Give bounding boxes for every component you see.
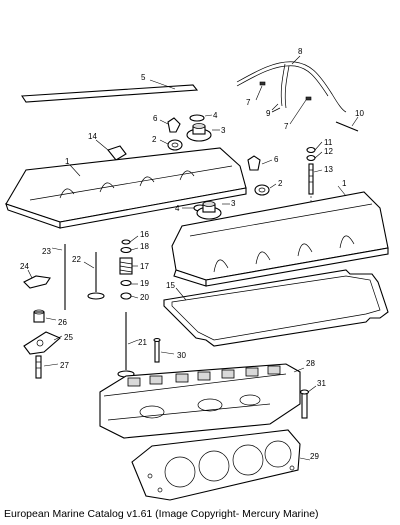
part-7-clips (255, 81, 312, 125)
callout: 17 (140, 262, 149, 271)
cylinder-head (99, 363, 305, 439)
callout: 21 (138, 338, 147, 347)
part-6-lower (247, 155, 273, 171)
part-30-bolt (153, 337, 175, 363)
part-2-upper (159, 139, 183, 151)
callout: 19 (140, 279, 149, 288)
right-valve-cover (171, 185, 389, 287)
image-copyright-caption: European Marine Catalog v1.61 (Image Cop… (4, 508, 319, 520)
callout: 2 (278, 179, 283, 188)
callout: 30 (177, 351, 186, 360)
exploded-parts-diagram: 1 1 2 2 3 3 4 4 5 6 6 7 7 8 9 10 11 12 1… (5, 47, 389, 501)
callout: 6 (274, 155, 279, 164)
callout: 5 (141, 73, 146, 82)
callout: 26 (58, 318, 67, 327)
part-31-bolt (299, 385, 317, 419)
callout: 10 (355, 109, 364, 118)
part-9-tube (271, 103, 281, 113)
callout: 23 (42, 247, 51, 256)
part-15-gasket (163, 269, 389, 347)
part-10-pin (335, 116, 359, 132)
callout: 12 (324, 147, 333, 156)
callout: 4 (213, 111, 218, 120)
callout: 25 (64, 333, 73, 342)
part-24-bracket (23, 269, 51, 289)
part-25-rocker (23, 331, 63, 355)
callout: 16 (140, 230, 149, 239)
callout: 7 (284, 122, 289, 131)
part-23-pushrod (51, 244, 66, 310)
callout: 18 (140, 242, 149, 251)
part-5-strip (21, 79, 199, 103)
callout: 3 (221, 126, 226, 135)
callout-numbers: 1 1 2 2 3 3 4 4 5 6 6 7 7 8 9 10 11 12 1… (20, 47, 364, 461)
callout: 6 (153, 114, 158, 123)
callout: 27 (60, 361, 69, 370)
callout: 15 (166, 281, 175, 290)
part-3-upper (186, 123, 220, 142)
head-gasket (131, 429, 311, 501)
left-valve-cover (5, 147, 247, 229)
part-4-upper (189, 114, 213, 122)
callout: 13 (324, 165, 333, 174)
part-8-hose (236, 55, 347, 113)
callout: 1 (342, 179, 347, 188)
callout: 7 (246, 98, 251, 107)
callout: 28 (306, 359, 315, 368)
part-22-valve (83, 252, 105, 300)
callout: 4 (175, 204, 180, 213)
callout: 24 (20, 262, 29, 271)
part-6-upper (159, 117, 181, 133)
part-26-nut (33, 309, 57, 323)
callout: 1 (65, 157, 70, 166)
part-3-lower (196, 201, 230, 220)
callout: 11 (324, 138, 333, 147)
callout: 2 (152, 135, 157, 144)
part-14-clip (95, 139, 127, 161)
callout: 29 (310, 452, 319, 461)
part-2-lower (254, 183, 277, 196)
part-27-stud (35, 355, 59, 379)
part-21-valve (117, 312, 139, 378)
callout: 20 (140, 293, 149, 302)
callout: 8 (298, 47, 303, 56)
parts-16-20-spring-stack (119, 235, 139, 300)
callout: 3 (231, 199, 236, 208)
callout: 31 (317, 379, 326, 388)
callout: 22 (72, 255, 81, 264)
callout: 9 (266, 109, 271, 118)
callout: 14 (88, 132, 97, 141)
